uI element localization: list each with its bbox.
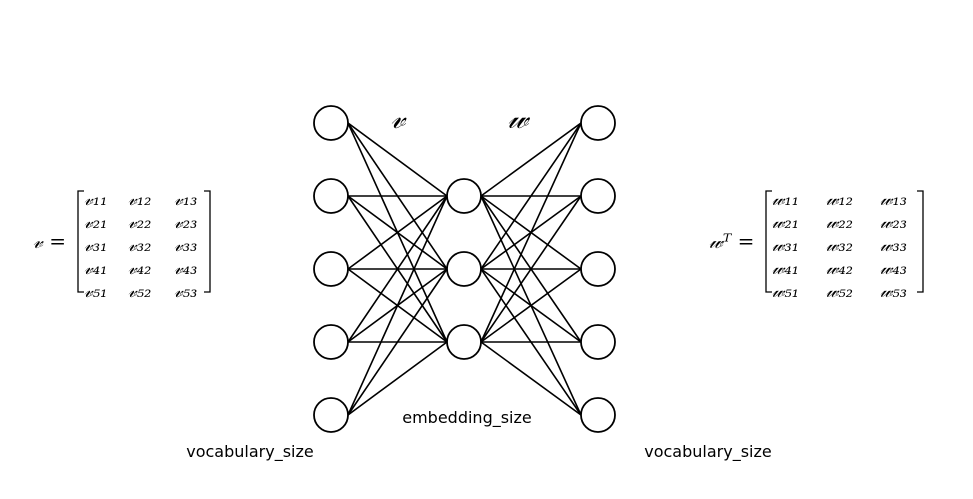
hidden-node-3 xyxy=(446,324,482,360)
weights-in-label: 𝓋 xyxy=(391,101,408,136)
matrix-v-cell-5-2: 𝓋₅₂ xyxy=(128,281,151,302)
matrix-v-cell-3-2: 𝓋₃₂ xyxy=(128,235,151,256)
output-node-2 xyxy=(580,178,616,214)
nodes xyxy=(313,105,616,433)
matrix-w-cell-1-1: 𝓌₁₁ xyxy=(772,189,799,210)
edge-hidden-3-out-5 xyxy=(480,341,582,416)
matrix-v-lhs: 𝓋 = xyxy=(33,229,66,253)
matrix-v-cell-3-3: 𝓋₃₃ xyxy=(174,235,197,256)
matrix-v-cell-5-3: 𝓋₅₃ xyxy=(174,281,197,302)
matrix-w-left-bracket xyxy=(765,190,772,293)
matrix-v-cell-2-3: 𝓋₂₃ xyxy=(174,212,197,233)
matrix-w-cell-4-3: 𝓌₄₃ xyxy=(880,258,907,279)
matrix-v: 𝓋 = 𝓋₁₁ 𝓋₁₂ 𝓋₁₃ 𝓋₂₁ 𝓋₂₂ 𝓋₂₃ 𝓋₃₁ 𝓋₃₂ 𝓋₃₃ 𝓋₄₁ 𝓋₄₂ 𝓋₄₃… xyxy=(33,189,211,302)
matrix-w-transpose: 𝓌ᵀ = 𝓌₁₁ 𝓌₁₂ 𝓌₁₃ 𝓌₂₁ 𝓌₂₂ 𝓌₂₃ 𝓌₃₁ 𝓌₃₂ 𝓌₃₃ 𝓌₄₁ 𝓌₄₂ 𝓌₄… xyxy=(709,189,924,302)
matrix-w-lhs: 𝓌ᵀ = xyxy=(709,229,754,253)
output-node-4 xyxy=(580,324,616,360)
edge-hidden-1-out-1 xyxy=(480,122,582,197)
hidden-layer-label: embedding_size xyxy=(402,408,532,428)
matrix-w-right-bracket xyxy=(917,190,924,293)
output-node-3 xyxy=(580,251,616,287)
matrix-v-cell-3-1: 𝓋₃₁ xyxy=(84,235,107,256)
matrix-v-cell-1-1: 𝓋₁₁ xyxy=(84,189,107,210)
matrix-v-cell-4-2: 𝓋₄₂ xyxy=(128,258,151,279)
input-node-3 xyxy=(313,251,349,287)
matrix-v-cell-4-1: 𝓋₄₁ xyxy=(84,258,107,279)
edge-hidden-3-out-1 xyxy=(480,122,582,343)
matrix-v-cell-1-3: 𝓋₁₃ xyxy=(174,189,197,210)
input-node-2 xyxy=(313,178,349,214)
edge-in-3-hidden-1 xyxy=(347,195,448,270)
matrix-w-cell-5-2: 𝓌₅₂ xyxy=(826,281,853,302)
edge-in-4-hidden-1 xyxy=(347,195,448,343)
edges xyxy=(347,122,582,416)
matrix-v-cell-4-3: 𝓋₄₃ xyxy=(174,258,197,279)
input-layer-label: vocabulary_size xyxy=(186,442,313,462)
matrix-w-cell-5-3: 𝓌₅₃ xyxy=(880,281,907,302)
edge-hidden-2-out-1 xyxy=(480,122,582,270)
matrix-v-cell-1-2: 𝓋₁₂ xyxy=(128,189,151,210)
output-node-5 xyxy=(580,397,616,433)
input-node-5 xyxy=(313,397,349,433)
edge-hidden-3-out-2 xyxy=(480,195,582,343)
edge-in-5-hidden-2 xyxy=(347,268,448,416)
matrix-w-cell-3-1: 𝓌₃₁ xyxy=(772,235,799,256)
matrix-v-right-bracket xyxy=(204,190,211,293)
matrix-w-cell-2-1: 𝓌₂₁ xyxy=(772,212,799,233)
edge-in-5-hidden-3 xyxy=(347,341,448,416)
matrix-w-cell-1-3: 𝓌₁₃ xyxy=(880,189,907,210)
matrix-w-cell-3-2: 𝓌₃₂ xyxy=(826,235,853,256)
hidden-node-2 xyxy=(446,251,482,287)
matrix-w-cell-2-2: 𝓌₂₂ xyxy=(826,212,853,233)
edge-in-1-hidden-1 xyxy=(347,122,448,197)
hidden-node-1 xyxy=(446,178,482,214)
input-node-1 xyxy=(313,105,349,141)
matrix-v-cell-2-1: 𝓋₂₁ xyxy=(84,212,107,233)
input-node-4 xyxy=(313,324,349,360)
output-layer-label: vocabulary_size xyxy=(644,442,771,462)
matrix-v-cell-5-1: 𝓋₅₁ xyxy=(84,281,107,302)
matrix-w-cell-5-1: 𝓌₅₁ xyxy=(772,281,799,302)
matrix-w-cell-2-3: 𝓌₂₃ xyxy=(880,212,907,233)
matrix-w-cell-4-2: 𝓌₄₂ xyxy=(826,258,853,279)
matrix-w-cell-3-3: 𝓌₃₃ xyxy=(880,235,907,256)
edge-in-5-hidden-1 xyxy=(347,195,448,416)
matrix-w-cell-4-1: 𝓌₄₁ xyxy=(772,258,799,279)
edge-hidden-3-out-3 xyxy=(480,268,582,343)
output-node-1 xyxy=(580,105,616,141)
matrix-v-left-bracket xyxy=(77,190,84,293)
weights-out-label: 𝓌 xyxy=(508,101,531,136)
matrix-w-cell-1-2: 𝓌₁₂ xyxy=(826,189,853,210)
matrix-v-cell-2-2: 𝓋₂₂ xyxy=(128,212,151,233)
